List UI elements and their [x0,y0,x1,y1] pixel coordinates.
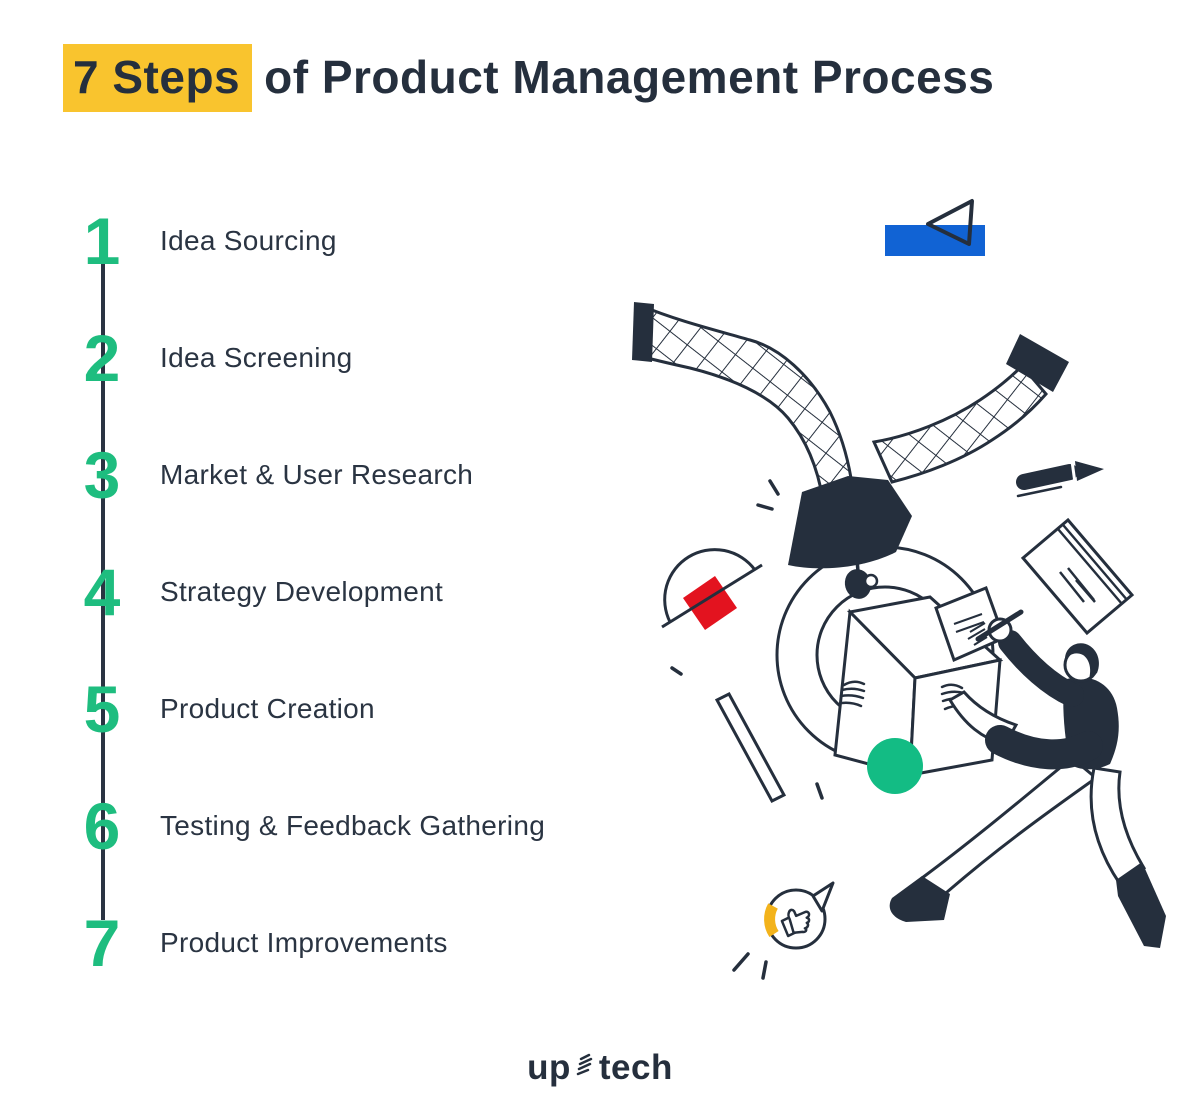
yellow-accent [764,903,779,938]
logo-spark-icon [576,1053,593,1076]
step-item: 1 Idea Sourcing [70,182,545,299]
step-label: Idea Sourcing [160,224,337,256]
thumbs-up-icon [780,908,811,938]
step-number: 3 [83,437,121,512]
hand-grip-left [839,680,866,708]
logo-tech: tech [598,1048,673,1087]
step-label: Product Improvements [160,926,448,958]
stick-shape [714,692,787,803]
step-number: 7 [83,905,121,980]
steps-list: 1 Idea Sourcing 2 Idea Screening 3 Marke… [70,182,545,1001]
step-number: 2 [83,320,121,395]
crosshatch-leg-right [871,334,1069,484]
boot-right [1116,862,1166,948]
held-paper-lines [953,613,985,633]
step-item: 3 Market & User Research [70,416,545,533]
crosshatch-leg-left [632,302,853,503]
step-number: 6 [83,788,121,863]
step-item: 2 Idea Screening [70,299,545,416]
writing-pen [975,609,1024,642]
step-label: Idea Screening [160,341,353,373]
triangle-outline-icon [926,199,974,246]
thumbs-up-bubble [764,881,835,950]
title-rest: of Product Management Process [264,51,995,103]
shoe-sole-left [632,302,654,362]
shoe-sole-right [1006,334,1069,392]
scribble-lines [967,622,988,646]
step-number: 4 [83,554,121,629]
step-item: 4 Strategy Development [70,533,545,650]
step-number: 5 [83,671,121,746]
walking-person [889,586,1166,948]
paper-sheet [1020,517,1135,636]
timeline-connector-line [101,230,105,920]
product-management-illustration [632,199,1166,980]
step-item: 5 Product Creation [70,650,545,767]
sleeve-lower [985,725,1103,770]
bubble-tail [811,881,835,913]
hair [1064,643,1099,679]
hand-grip-right [940,683,967,711]
head-handstand [844,569,872,599]
step-label: Strategy Development [160,575,444,607]
step-item: 6 Testing & Feedback Gathering [70,767,545,884]
boot-left [889,876,950,922]
logo-up: up [527,1048,571,1087]
motion-dashes [670,479,824,980]
step-label: Product Creation [160,692,375,724]
step-label: Market & User Research [160,458,474,490]
pen-icon [1016,460,1104,498]
hand-near-head [863,573,879,589]
step-item: 7 Product Improvements [70,884,545,1001]
dark-shorts [788,476,912,569]
fan-red-square-shape [661,548,763,630]
pant-leg-left [919,756,1099,903]
step-label: Testing & Feedback Gathering [160,809,546,841]
green-circle-shape [867,738,923,794]
sleeve-upper [998,630,1084,707]
title-highlight: 7 Steps [63,44,253,112]
logo: up tech [0,1048,1200,1088]
step-number: 1 [83,203,121,278]
